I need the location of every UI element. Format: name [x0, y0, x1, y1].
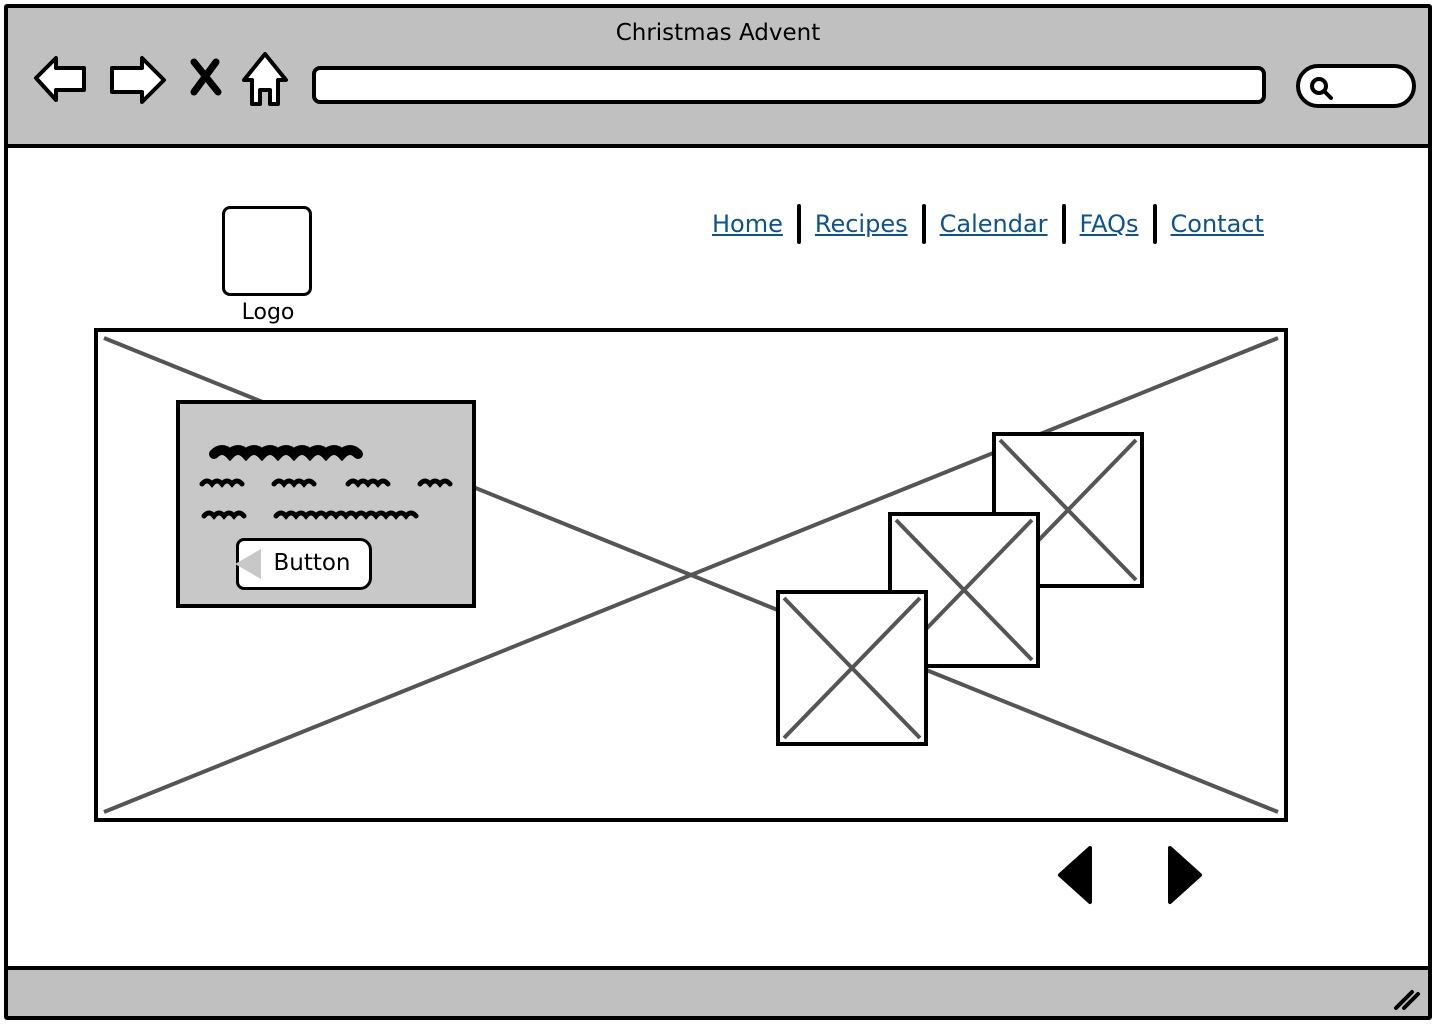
image-placeholder-cross-icon	[782, 596, 922, 740]
hero-caption-card: Button	[176, 400, 476, 608]
nav-link-contact[interactable]: Contact	[1170, 210, 1264, 238]
logo-placeholder[interactable]	[222, 206, 312, 296]
hero-image-placeholder: Button	[94, 328, 1288, 822]
resize-grip-icon[interactable]	[1392, 986, 1422, 1012]
browser-titlebar: Christmas Advent	[8, 8, 1428, 148]
nav-link-calendar[interactable]: Calendar	[939, 210, 1048, 238]
nav-divider	[921, 204, 926, 244]
browser-statusbar	[8, 966, 1428, 1016]
main-nav: Home Recipes Calendar FAQs Contact	[704, 202, 1272, 246]
nav-divider	[1061, 204, 1066, 244]
nav-link-faqs[interactable]: FAQs	[1079, 210, 1139, 238]
nav-divider	[1152, 204, 1157, 244]
triangle-right-icon	[1168, 846, 1202, 904]
forward-arrow-icon[interactable]	[108, 48, 168, 112]
logo-label: Logo	[241, 300, 295, 325]
address-bar[interactable]	[312, 66, 1266, 104]
browser-search-field[interactable]	[1296, 64, 1416, 108]
hero-card-button-label: Button	[273, 550, 351, 576]
carousel-next-button[interactable]	[1164, 844, 1204, 906]
carousel-prev-button[interactable]	[1056, 844, 1096, 906]
thumbnail-placeholder[interactable]	[776, 590, 928, 746]
nav-divider	[796, 204, 801, 244]
scribbled-text-placeholder	[199, 445, 453, 520]
browser-window: Christmas Advent	[4, 4, 1432, 1020]
hero-card-button[interactable]: Button	[236, 538, 372, 590]
home-icon[interactable]	[238, 48, 292, 112]
close-icon[interactable]	[184, 48, 228, 112]
triangle-left-icon	[1058, 846, 1092, 904]
window-title: Christmas Advent	[615, 20, 821, 46]
search-icon	[1310, 77, 1333, 100]
back-arrow-icon[interactable]	[32, 48, 92, 112]
nav-link-recipes[interactable]: Recipes	[814, 210, 908, 238]
nav-link-home[interactable]: Home	[712, 210, 783, 238]
